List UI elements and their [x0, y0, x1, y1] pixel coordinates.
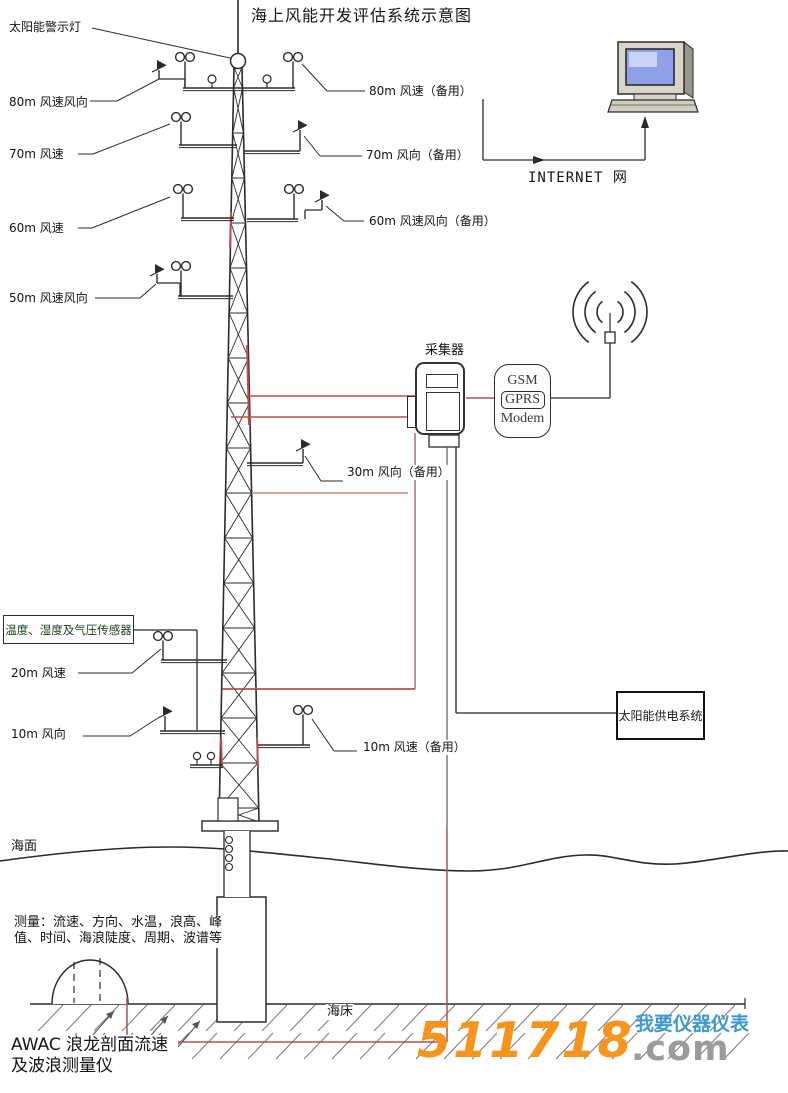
label-70m-left: 70m 风速 — [8, 147, 65, 162]
sensors — [149, 51, 330, 765]
label-sea-surface: 海面 — [10, 839, 39, 856]
cup-anemometer-icon — [174, 51, 196, 88]
sensor-mount-icon — [262, 74, 272, 88]
power-cable — [455, 447, 616, 714]
logger-panel — [426, 392, 460, 431]
awac-dome-icon — [51, 958, 129, 1005]
antenna-icon — [550, 313, 616, 399]
wind-vane-icon — [149, 264, 165, 283]
temp-humidity-pressure-label: 温度、湿度及气压传感器 — [5, 622, 132, 637]
logger-display — [426, 374, 458, 388]
label-measurement: 测量：流速、方向、水温，浪高、峰值、时间、海浪陡度、周期、波谱等 — [13, 915, 233, 948]
label-collector: 采集器 — [424, 343, 466, 360]
cup-anemometer-icon — [292, 704, 314, 745]
solar-power-box: 太阳能供电系统 — [616, 691, 705, 740]
temp-humidity-pressure-box: 温度、湿度及气压传感器 — [3, 615, 134, 644]
label-30m-right: 30m 风向（备用） — [346, 465, 451, 480]
seabed-hatch — [37, 1004, 750, 1060]
leader-lines — [78, 27, 365, 752]
awac-cable — [126, 447, 448, 1043]
cup-anemometer-icon — [170, 260, 192, 296]
seabed-line — [30, 998, 746, 1009]
label-80m-right: 80m 风速（备用） — [368, 84, 473, 99]
label-10m-left: 10m 风向 — [10, 727, 67, 742]
label-70m-right: 70m 风向（备用） — [365, 148, 470, 163]
gsm-modem-box: GSM GPRS Modem — [494, 364, 551, 438]
wind-vane-icon — [292, 120, 308, 151]
label-awac: AWAC 浪龙剖面流速及波浪测量仪 — [10, 1035, 178, 1078]
label-internet: INTERNET 网 — [527, 170, 629, 188]
wind-vane-icon — [157, 706, 173, 731]
cup-anemometer-icon — [282, 51, 304, 88]
modem-label: Modem — [500, 411, 545, 426]
label-20m-left: 20m 风速 — [10, 666, 67, 681]
wind-vane-icon — [295, 439, 311, 463]
cup-anemometer-icon — [152, 630, 174, 660]
cup-anemometer-icon — [172, 183, 194, 218]
sensor-mount-icon — [192, 751, 202, 765]
solar-power-label: 太阳能供电系统 — [618, 709, 703, 723]
wind-vane-icon — [314, 190, 330, 210]
sensor-booms — [133, 78, 322, 769]
gprs-label: GPRS — [500, 391, 545, 409]
lattice-tower — [201, 0, 279, 897]
sea-surface-line — [0, 846, 788, 872]
sensor-mount-icon — [207, 74, 217, 88]
gsm-label: GSM — [507, 373, 538, 388]
label-60m-right: 60m 风速风向（备用） — [368, 214, 497, 229]
internet-arrow — [482, 99, 649, 164]
label-10m-right: 10m 风速（备用） — [362, 740, 467, 755]
label-50m-left: 50m 风速风向 — [8, 291, 89, 306]
data-logger-box — [415, 362, 465, 435]
label-80m-left: 80m 风速风向 — [8, 95, 89, 110]
label-60m-left: 60m 风速 — [8, 221, 65, 236]
radio-waves-icon — [572, 281, 648, 343]
wind-vane-icon — [151, 60, 167, 79]
sensor-mount-icon — [206, 751, 216, 765]
label-seabed: 海床 — [326, 1004, 355, 1021]
computer-icon — [607, 40, 699, 113]
label-solar-warning-light: 太阳能警示灯 — [8, 20, 83, 35]
signal-cables — [222, 395, 494, 690]
cup-anemometer-icon — [170, 111, 192, 145]
warning-light-icon — [229, 52, 247, 70]
logger-foot — [428, 434, 460, 448]
logger-cable-tab — [407, 396, 416, 428]
cup-anemometer-icon — [283, 183, 305, 219]
page-title: 海上风能开发评估系统示意图 — [250, 6, 474, 26]
